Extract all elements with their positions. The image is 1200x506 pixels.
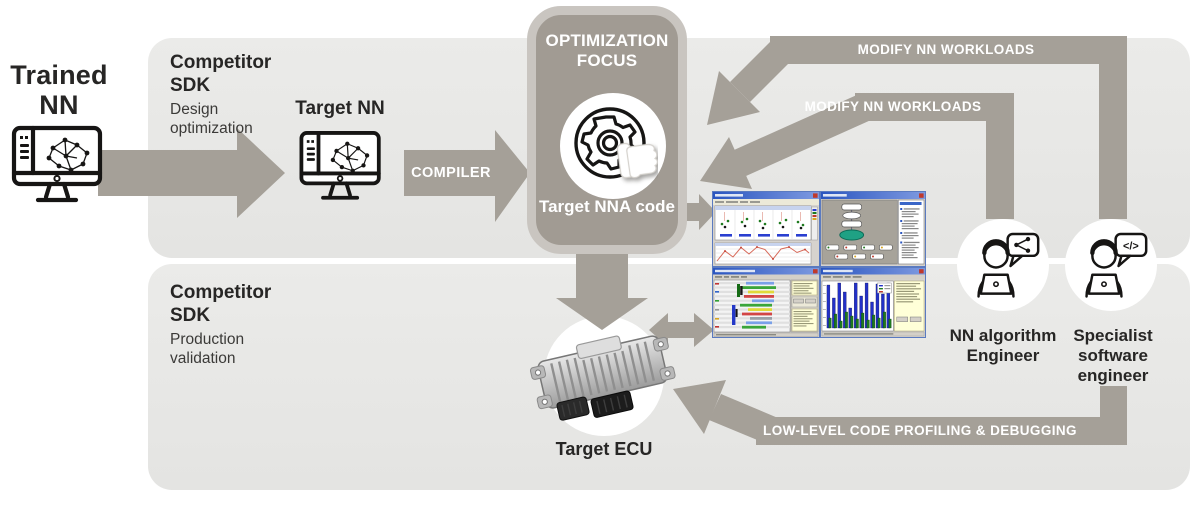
- arrow-modify-outer-h: [770, 36, 1127, 64]
- optimization-focus-box: OPTIMIZATION FOCUS Target NNA code: [527, 6, 687, 254]
- arrow-focus-to-screens: [683, 194, 716, 230]
- specialist-engineer-label: Specialist software engineer: [1073, 326, 1153, 386]
- design-panel-title: Competitor SDK: [170, 52, 272, 96]
- optimization-focus-title: OPTIMIZATION FOCUS: [545, 31, 669, 71]
- trained-nn-label: Trained NN: [10, 60, 108, 121]
- design-panel-text: Competitor SDK Design optimization: [170, 52, 292, 139]
- nn-engineer-circle: [957, 219, 1049, 311]
- engineer-code-bubble-icon: </>: [1085, 232, 1148, 298]
- target-ecu-label: Target ECU: [555, 439, 653, 459]
- arrow-trained-to-target: [98, 128, 285, 218]
- ecu-device-image: [529, 335, 676, 421]
- gear-circle: [560, 93, 666, 199]
- modify-workloads-label-inner: MODIFY NN WORKLOADS: [804, 99, 982, 114]
- profiler-window-trace: [712, 267, 820, 338]
- profiler-window-graph: [820, 191, 926, 267]
- profiler-window-charts: [712, 191, 820, 267]
- profiler-window-bars: [820, 267, 926, 338]
- compiler-label: COMPILER: [411, 165, 491, 181]
- target-nn-monitor-icon: [299, 131, 381, 200]
- arrow-lowlevel-h: [756, 417, 1127, 445]
- low-level-label: LOW-LEVEL CODE PROFILING & DEBUGGING: [763, 423, 1077, 438]
- production-panel-text: Competitor SDK Production validation: [170, 282, 292, 369]
- gear-thumbs-down-icon: [574, 107, 658, 179]
- target-nn-label: Target NN: [295, 98, 385, 119]
- specialist-engineer-circle: </>: [1065, 219, 1157, 311]
- trained-nn-monitor-icon: [11, 125, 103, 203]
- design-panel-subtitle: Design optimization: [170, 100, 253, 138]
- nn-engineer-label: NN algorithm Engineer: [949, 326, 1057, 366]
- engineer-share-bubble-icon: [977, 232, 1040, 298]
- target-nna-code-label: Target NNA code: [538, 197, 676, 216]
- arrow-modify-outer-v: [1099, 36, 1127, 219]
- profiler-screenshots-collage: [712, 191, 926, 338]
- arrow-compiler: [404, 130, 530, 222]
- svg-text:</>: </>: [1123, 240, 1139, 252]
- production-panel-subtitle: Production validation: [170, 330, 245, 368]
- arrow-focus-to-ecu: [556, 242, 648, 330]
- arrow-modify-inner-h: [855, 93, 1014, 121]
- production-panel-title: Competitor SDK: [170, 282, 272, 326]
- modify-workloads-label-outer: MODIFY NN WORKLOADS: [857, 42, 1035, 57]
